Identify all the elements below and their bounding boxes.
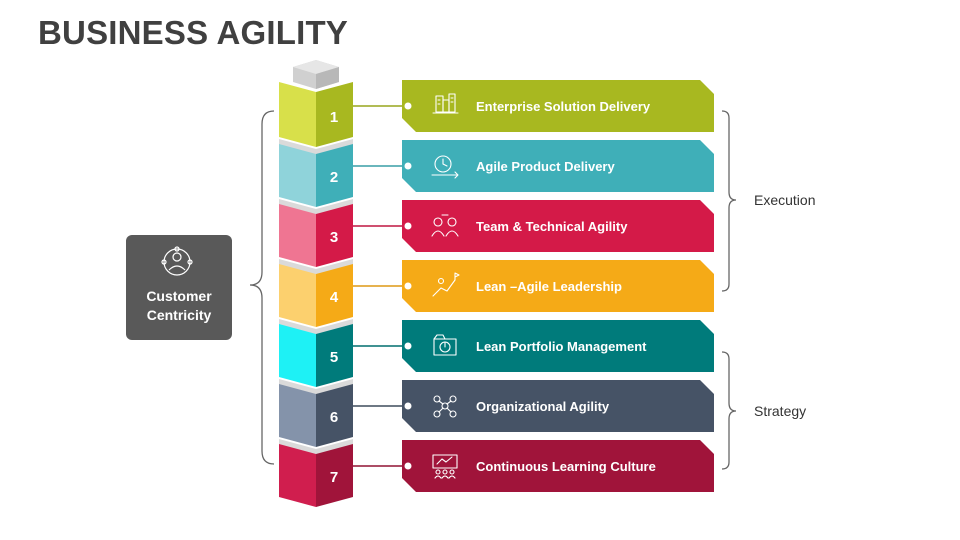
cube-right-face [316,262,353,327]
cube-number: 7 [330,469,338,486]
buildings-icon [432,93,459,114]
center-label-line2: Centricity [147,307,212,323]
cube-spacer [279,199,353,214]
cube-number: 1 [330,109,338,126]
cube-number: 2 [330,169,338,186]
leadership-climb-icon [432,272,460,297]
cube-left-face [279,202,316,267]
card-label: Lean –Agile Leadership [476,279,622,294]
card-label: Enterprise Solution Delivery [476,99,651,114]
card-label: Lean Portfolio Management [476,339,647,354]
org-network-icon [433,395,457,418]
connector-dot [404,222,412,230]
card-label: Agile Product Delivery [476,159,615,174]
card-shape [402,140,714,192]
page-title: BUSINESS AGILITY [38,14,349,51]
cube-right-face [316,322,353,387]
card-2: Agile Product Delivery [353,140,714,192]
card-shape [402,260,714,312]
cube-top-lid [293,60,339,89]
connector-dot [404,462,412,470]
cube-segment-3: 3 [279,202,353,267]
numbered-cube-stack: 7 6 5 4 3 2 1 [279,60,353,507]
card-shape [402,200,714,252]
group-label-execution: Execution [754,192,815,208]
cube-right-face [316,442,353,507]
cube-left-face [279,442,316,507]
card-shape [402,380,714,432]
strategy-brace [721,351,737,470]
left-brace [249,110,275,465]
card-label: Organizational Agility [476,399,610,414]
cube-left-face [279,142,316,207]
connector-dot [404,282,412,290]
cube-spacer [279,379,353,394]
cube-spacer [279,439,353,454]
cube-number: 3 [330,229,338,246]
cube-number: 6 [330,409,338,426]
cube-spacer [279,319,353,334]
connector-dot [404,102,412,110]
cube-right-face [316,82,353,147]
cube-segment-4: 4 [279,262,353,327]
card-6: Organizational Agility [353,380,714,432]
cube-right-face [316,142,353,207]
connector-dot [404,342,412,350]
cube-segment-7: 7 [279,442,353,507]
center-label-line1: Customer [146,288,212,304]
card-3: Team & Technical Agility [353,200,714,252]
execution-brace [721,110,737,292]
cube-left-face [279,82,316,147]
cube-segment-2: 2 [279,142,353,207]
cube-left-face [279,382,316,447]
cube-spacer [279,139,353,154]
card-shape [402,440,714,492]
card-1: Enterprise Solution Delivery [353,80,714,132]
connector-dot [404,162,412,170]
cube-spacer [279,259,353,274]
card-shape [402,80,714,132]
cube-left-face [279,322,316,387]
card-5: Lean Portfolio Management [353,320,714,372]
portfolio-folder-icon [433,334,457,356]
cube-number: 4 [330,289,339,306]
presentation-board-icon [432,454,458,479]
cube-segment-1: 1 [279,82,353,147]
cube-segment-5: 5 [279,322,353,387]
group-label-strategy: Strategy [754,403,806,419]
cube-number: 5 [330,349,338,366]
customer-icon [161,246,193,276]
card-label: Team & Technical Agility [476,219,628,234]
card-4: Lean –Agile Leadership [353,260,714,312]
customer-centricity-box: Customer Centricity [126,235,232,340]
card-shape [402,320,714,372]
card-label: Continuous Learning Culture [476,459,656,474]
card-7: Continuous Learning Culture [353,440,714,492]
cube-right-face [316,382,353,447]
connector-dot [404,402,412,410]
cube-segment-6: 6 [279,382,353,447]
cube-left-face [279,262,316,327]
delivery-clock-icon [431,155,459,179]
cube-right-face [316,202,353,267]
team-icon [431,214,459,237]
